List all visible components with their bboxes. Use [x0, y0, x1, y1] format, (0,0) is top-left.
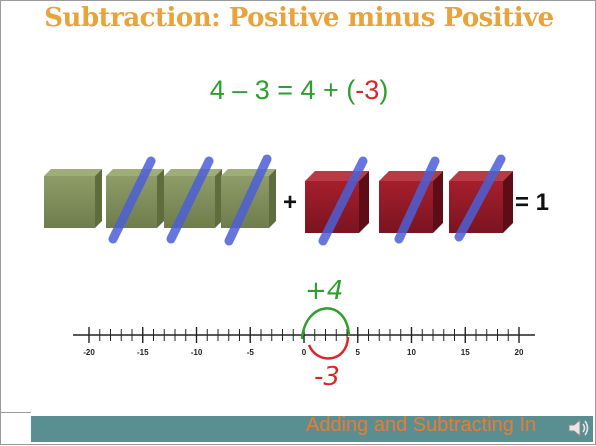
jump-arc-plus-four [300, 307, 351, 340]
equation-lhs: 4 – 3 = 4 + ( [209, 75, 356, 105]
number-line-tick-label: -10 [191, 348, 203, 357]
green-cube-crossed [164, 156, 222, 244]
plus-operator: + [283, 189, 298, 216]
number-line-tick-label: -20 [83, 348, 95, 357]
number-line-labels: -20 -15 -10 -5 0 5 10 15 20 [83, 348, 524, 357]
equation-close-paren: ) [379, 75, 389, 105]
cross-out-stroke [454, 154, 506, 242]
jump-arc-minus-three [307, 336, 350, 360]
cross-out-stroke [318, 156, 368, 246]
red-cube-crossed [379, 156, 443, 244]
cross-out-stroke [394, 156, 440, 244]
footer-bar [31, 416, 593, 442]
number-line-tick-label: 15 [461, 348, 470, 357]
number-line-tick-label: 20 [515, 348, 524, 357]
equation: 4 – 3 = 4 + (-3) [1, 75, 596, 106]
jump-label-minus-three: -3 [314, 362, 340, 392]
number-line-tick-label: -15 [137, 348, 149, 357]
green-cube-crossed [221, 154, 276, 246]
green-cube-crossed [106, 156, 164, 244]
jump-label-plus-four: +4 [305, 276, 343, 306]
red-cube-crossed [305, 156, 369, 246]
cross-out-stroke [108, 156, 156, 244]
number-line-tick-label: 10 [407, 348, 416, 357]
footer-title: Adding and Subtracting In [306, 414, 537, 436]
red-cube-crossed [449, 154, 513, 242]
green-cube [44, 169, 102, 228]
speaker-icon[interactable] [566, 415, 592, 441]
cross-out-stroke [166, 156, 214, 244]
equals-result: = 1 [515, 189, 550, 216]
number-line-ticks [73, 327, 535, 343]
divider [1, 412, 31, 413]
number-line-tick-label: 5 [356, 348, 361, 357]
slide-title: Subtraction: Positive minus Positive [44, 3, 554, 33]
cross-out-stroke [224, 154, 272, 246]
number-line-tick-label: -5 [247, 348, 255, 357]
number-line-tick-label: 0 [302, 348, 307, 357]
equation-negative-term: -3 [355, 75, 380, 105]
